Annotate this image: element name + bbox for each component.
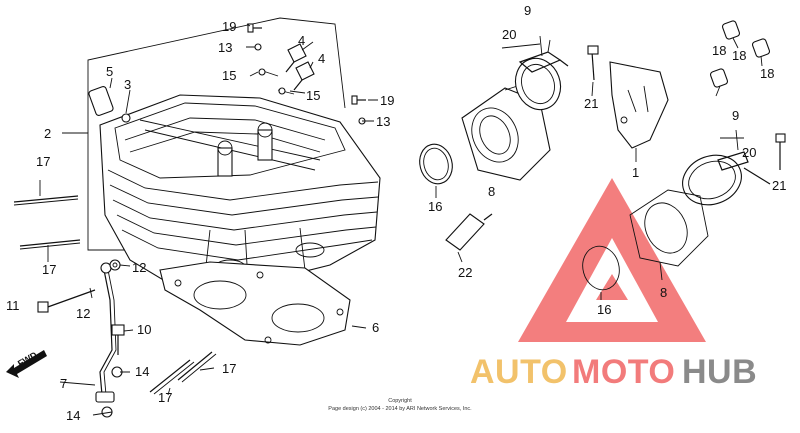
callout-14b: 14 xyxy=(66,408,80,423)
callout-18a: 18 xyxy=(712,43,726,58)
callout-8b: 8 xyxy=(660,285,667,300)
callout-22: 22 xyxy=(458,265,472,280)
watermark-auto: AUTO xyxy=(470,353,568,391)
callout-20b: 20 xyxy=(742,145,756,160)
callout-15a: 15 xyxy=(222,68,236,83)
cylinder-head xyxy=(62,17,381,291)
insulator-1 xyxy=(609,61,669,162)
callout-6: 6 xyxy=(372,320,379,335)
callout-17a: 17 xyxy=(36,154,50,169)
head-gasket xyxy=(159,261,367,346)
callout-15b: 15 xyxy=(306,88,320,103)
callout-9b: 9 xyxy=(732,108,739,123)
o-ring-16-upper xyxy=(419,143,453,198)
watermark-logo xyxy=(518,178,706,342)
callout-17c: 17 xyxy=(222,361,236,376)
copyright-line-1: Copyright xyxy=(388,398,412,404)
spark-plug-22 xyxy=(445,213,493,263)
callout-16a: 16 xyxy=(428,199,442,214)
callout-labels: 1 2 3 4 4 5 6 7 8 8 9 9 10 11 12 12 13 1… xyxy=(6,3,786,423)
callout-20a: 20 xyxy=(502,27,516,42)
watermark-hub: HUB xyxy=(682,353,757,391)
callout-12b: 12 xyxy=(76,306,90,321)
callout-7: 7 xyxy=(60,376,67,391)
callout-21a: 21 xyxy=(584,96,598,111)
callout-19b: 19 xyxy=(380,93,394,108)
callout-21b: 21 xyxy=(772,178,786,193)
callout-17d: 17 xyxy=(158,390,172,405)
callout-14a: 14 xyxy=(135,364,149,379)
callout-10: 10 xyxy=(137,322,151,337)
intake-manifold-upper xyxy=(461,57,562,181)
callout-12a: 12 xyxy=(132,260,146,275)
callout-13a: 13 xyxy=(218,40,232,55)
callout-2: 2 xyxy=(44,126,51,141)
oil-pipe xyxy=(37,259,134,418)
callout-19a: 19 xyxy=(222,19,236,34)
callout-16b: 16 xyxy=(597,302,611,317)
studs xyxy=(13,180,217,396)
callout-18c: 18 xyxy=(760,66,774,81)
callout-4a: 4 xyxy=(298,33,305,48)
watermark-moto: MOTO xyxy=(572,353,675,391)
callout-5: 5 xyxy=(106,64,113,79)
copyright-line-2: Page design (c) 2004 - 2014 by ARI Netwo… xyxy=(328,406,472,412)
callout-4b: 4 xyxy=(318,51,325,66)
clamp-9-lower xyxy=(682,129,786,206)
callout-3: 3 xyxy=(124,77,131,92)
callout-1: 1 xyxy=(632,165,639,180)
callout-17b: 17 xyxy=(42,262,56,277)
callout-9a: 9 xyxy=(524,3,531,18)
callout-11: 11 xyxy=(6,298,20,313)
bolt-21-upper xyxy=(587,45,599,97)
valve-cover-parts xyxy=(88,23,378,125)
fwd-arrow: FWD xyxy=(6,350,47,378)
caps-18 xyxy=(709,20,771,97)
callout-8a: 8 xyxy=(488,184,495,199)
clamp-9-upper xyxy=(501,35,569,73)
callout-18b: 18 xyxy=(732,48,746,63)
intake-manifold-lower xyxy=(582,189,709,300)
callout-13b: 13 xyxy=(376,114,390,129)
